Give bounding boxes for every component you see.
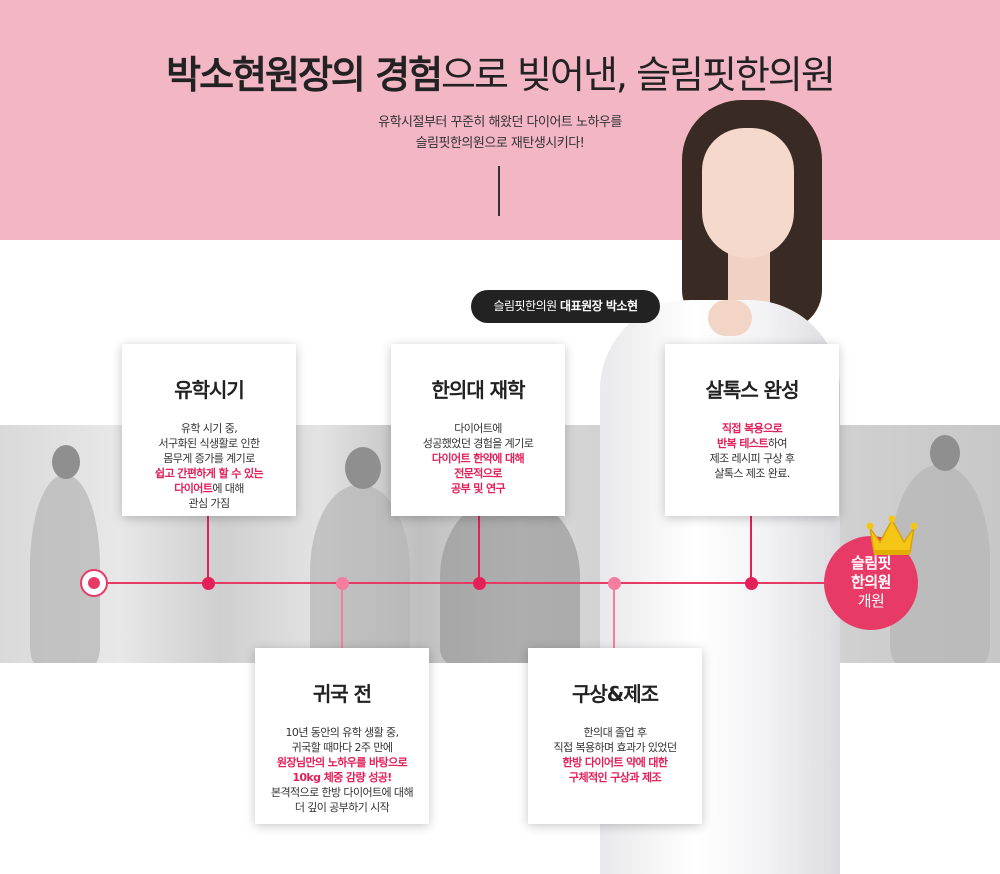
hero-banner: 박소현원장의 경험으로 빚어낸, 슬림핏한의원 유학시절부터 꾸준히 해왔던 다… [0, 0, 1000, 240]
connector-return [341, 584, 343, 650]
clinic-opening-badge: 슬림핏 한의원 개원 [824, 536, 918, 630]
timeline-dot-study [202, 577, 215, 590]
timeline-dot-college [473, 577, 486, 590]
connector-college [478, 514, 480, 584]
card-before-return: 귀국 전 10년 동안의 유학 생활 중, 귀국할 때마다 2주 만에 원장님만… [255, 648, 429, 824]
timeline-dot-complete [745, 577, 758, 590]
hero-subtitle: 유학시절부터 꾸준히 해왔던 다이어트 노하우를 슬림핏한의원으로 재탄생시키다… [0, 112, 1000, 154]
hero-title: 박소현원장의 경험으로 빚어낸, 슬림핏한의원 [0, 44, 1000, 99]
card-title: 유학시기 [174, 378, 245, 402]
connector-complete [750, 514, 752, 584]
hero-title-light: 으로 빚어낸, 슬림핏한의원 [441, 53, 836, 97]
doctor-portrait [590, 100, 840, 874]
card-text: 직접 복용으로 반복 테스트하여 제조 레시피 구상 후 살톡스 제조 완료. [709, 422, 795, 480]
card-saltox-complete: 살톡스 완성 직접 복용으로 반복 테스트하여 제조 레시피 구상 후 살톡스 … [665, 344, 839, 516]
timeline-start-dot [80, 569, 108, 597]
timeline-dot-plan [608, 577, 621, 590]
hero-subtitle-line-1: 유학시절부터 꾸준히 해왔던 다이어트 노하우를 [378, 115, 622, 130]
card-title: 한의대 재학 [431, 378, 526, 402]
card-plan-manufacture: 구상&제조 한의대 졸업 후 직접 복용하며 효과가 있었던 한방 다이어트 약… [528, 648, 702, 824]
clinic-name: 슬림핏한의원 [493, 299, 557, 313]
connector-plan [613, 584, 615, 650]
card-text: 유학 시기 중, 서구화된 식생활로 인한 몸무게 증가를 계기로 쉽고 간편하… [154, 422, 264, 510]
card-title: 귀국 전 [312, 682, 372, 706]
doctor-role-name: 대표원장 박소현 [560, 299, 638, 313]
card-text: 한의대 졸업 후 직접 복용하며 효과가 있었던 한방 다이어트 약에 대한 구… [553, 726, 678, 784]
timeline-dot-return [336, 577, 349, 590]
card-study-period: 유학시기 유학 시기 중, 서구화된 식생활로 인한 몸무게 증가를 계기로 쉽… [122, 344, 296, 516]
card-text: 다이어트에 성공했었던 경험을 계기로 다이어트 한약에 대해 전문적으로 공부… [422, 422, 534, 495]
doctor-name-label: 슬림핏한의원 대표원장 박소현 [471, 290, 660, 323]
card-college: 한의대 재학 다이어트에 성공했었던 경험을 계기로 다이어트 한약에 대해 전… [391, 344, 565, 516]
hero-subtitle-line-2: 슬림핏한의원으로 재탄생시키다! [415, 136, 585, 151]
crown-icon [866, 515, 918, 555]
card-text: 10년 동안의 유학 생활 중, 귀국할 때마다 2주 만에 원장님만의 노하우… [271, 726, 414, 814]
hero-title-bold: 박소현원장의 경험 [166, 53, 443, 97]
connector-study [207, 514, 209, 584]
card-title: 구상&제조 [571, 682, 659, 706]
hero-divider-line [498, 166, 500, 216]
card-title: 살톡스 완성 [705, 378, 800, 402]
